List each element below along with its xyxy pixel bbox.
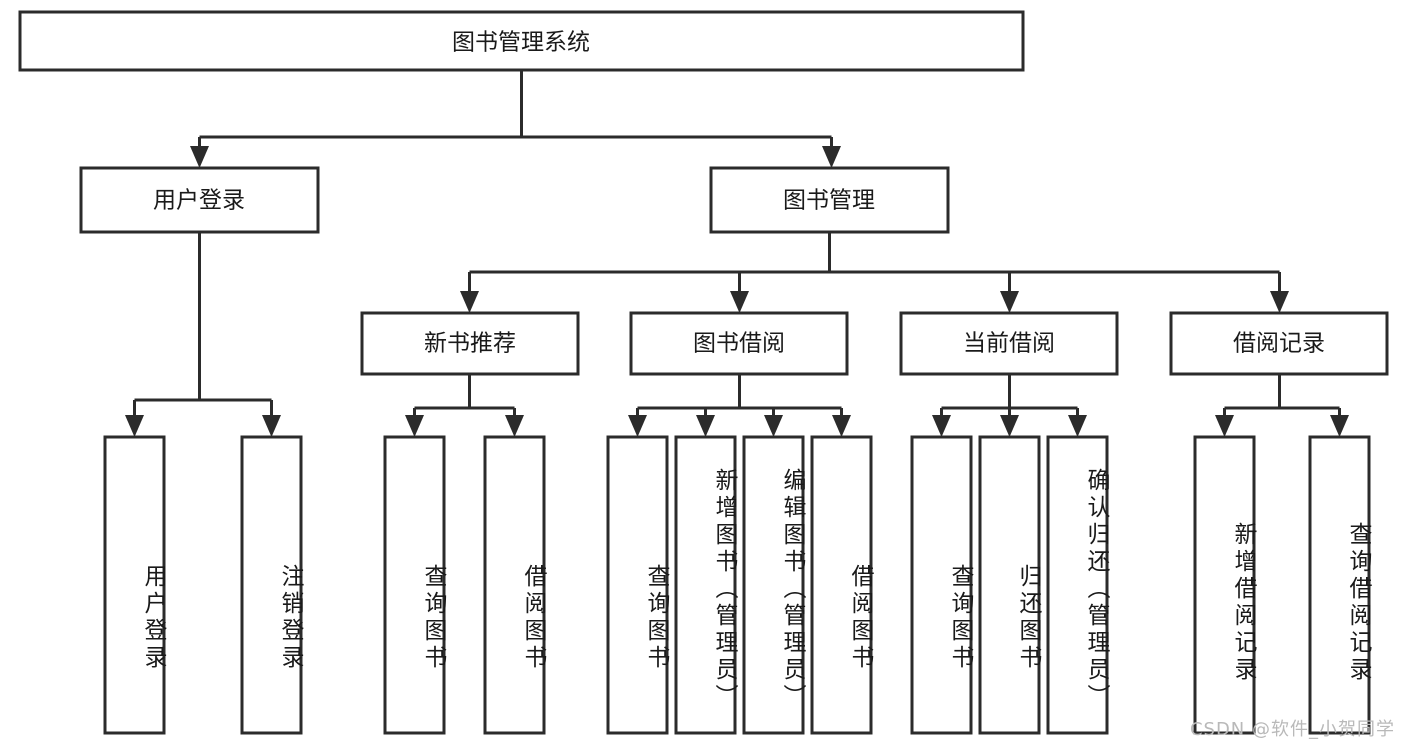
leaf-box-add-book[interactable] bbox=[674, 435, 737, 735]
edge-borrowrecord-to-leaves bbox=[1215, 374, 1349, 437]
node-user-login-label: 用户登录 bbox=[153, 188, 245, 214]
node-root[interactable]: 图书管理系统 bbox=[18, 10, 1025, 72]
edge-bookborrow-to-leaves bbox=[628, 374, 851, 437]
edge-bookmanage-to-level3 bbox=[460, 232, 1289, 313]
leaf-box-confirm-return[interactable] bbox=[1046, 435, 1109, 735]
node-current-borrow-label: 当前借阅 bbox=[963, 331, 1055, 357]
leaf-boxes bbox=[103, 435, 1371, 735]
leaf-box-query-book-3[interactable] bbox=[910, 435, 973, 735]
leaf-box-edit-book[interactable] bbox=[742, 435, 805, 735]
edge-root-to-level2 bbox=[190, 70, 841, 168]
leaf-box-query-record[interactable] bbox=[1308, 435, 1371, 735]
node-current-borrow[interactable]: 当前借阅 bbox=[899, 311, 1119, 376]
csdn-watermark: CSDN @软件_小贺同学 bbox=[1189, 719, 1395, 740]
node-user-login[interactable]: 用户登录 bbox=[79, 166, 320, 234]
node-borrow-record-label: 借阅记录 bbox=[1233, 331, 1325, 357]
leaf-box-user-login[interactable] bbox=[103, 435, 166, 735]
node-book-borrow[interactable]: 图书借阅 bbox=[629, 311, 849, 376]
node-book-manage-label: 图书管理 bbox=[783, 188, 875, 214]
leaf-box-query-book-2[interactable] bbox=[606, 435, 669, 735]
edge-currentborrow-to-leaves bbox=[932, 374, 1087, 437]
leaf-box-return-book[interactable] bbox=[978, 435, 1041, 735]
node-new-book-recommend-label: 新书推荐 bbox=[424, 331, 516, 357]
node-new-book-recommend[interactable]: 新书推荐 bbox=[360, 311, 580, 376]
node-borrow-record[interactable]: 借阅记录 bbox=[1169, 311, 1389, 376]
leaf-box-query-book-1[interactable] bbox=[383, 435, 446, 735]
edge-newbook-to-leaves bbox=[405, 374, 524, 437]
edge-userlogin-to-leaves bbox=[125, 232, 281, 437]
leaf-box-borrow-book-2[interactable] bbox=[810, 435, 873, 735]
leaf-box-borrow-book-1[interactable] bbox=[483, 435, 546, 735]
node-book-manage[interactable]: 图书管理 bbox=[709, 166, 950, 234]
node-book-borrow-label: 图书借阅 bbox=[693, 331, 785, 357]
leaf-box-user-logout[interactable] bbox=[240, 435, 303, 735]
leaf-box-add-record[interactable] bbox=[1193, 435, 1256, 735]
node-root-label: 图书管理系统 bbox=[452, 30, 590, 56]
